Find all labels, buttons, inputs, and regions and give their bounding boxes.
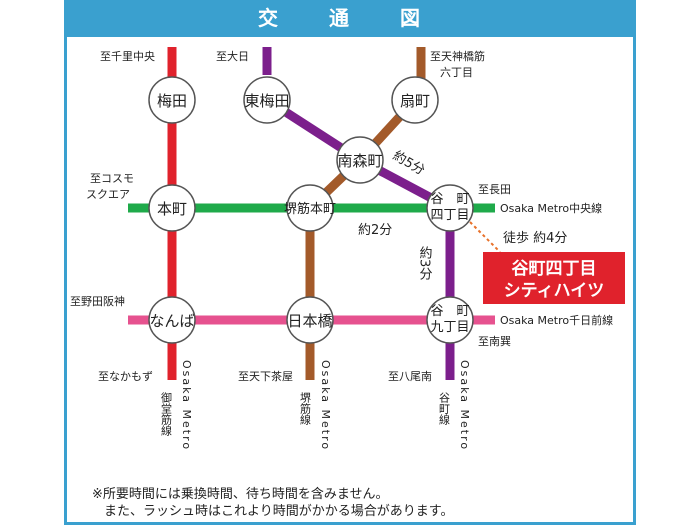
terminal-dainichi: 至大日 [216,49,249,63]
walking-time: 徒歩 約4分 [503,231,567,246]
station-ogimachi: 扇町 [400,92,430,110]
terminal-cosmo-1: 至コスモ [90,172,134,185]
station-tanimachi9-circle [426,296,474,344]
terminal-nagata: 至長田 [478,183,511,196]
sakaisuji-line-name: 堺筋線 [299,392,312,425]
terminal-minamitatsumi: 至南巽 [478,335,511,348]
tanimachi-line-name-en: Osaka Metro [458,360,471,451]
station-minamimorimachi-circle [336,136,384,184]
property-box [483,252,625,304]
property-name-line1: 谷町四丁目 [512,259,597,279]
time-sakaisujihonmachi-tanimachi4: 約2分 [358,223,392,238]
terminal-tenjinbashi-1: 至天神橋筋 [430,49,485,63]
station-nipponbashi-circle [286,296,334,344]
sakaisuji-line [305,96,419,380]
map-title: 交 通 図 [64,0,636,37]
station-namba: なんば [149,312,194,330]
walking-route [469,221,501,253]
station-tanimachi4-line2: 四丁目 [430,208,469,223]
station-umeda-circle [148,76,196,124]
station-honmachi-circle [148,184,196,232]
terminal-nakamozu: 至なかもず [98,370,153,383]
station-tanimachi9-line2: 九丁目 [430,320,469,335]
sennichimae-line-name: Osaka Metro千日前線 [500,313,613,327]
terminal-cosmo-2: スクエア [86,188,130,201]
station-honmachi: 本町 [157,200,187,218]
station-higashiumeda-circle [243,76,291,124]
station-tanimachi9-line1: 谷 町 [430,304,469,319]
chuo-line-name: Osaka Metro中央線 [500,201,602,215]
station-higashiumeda: 東梅田 [244,92,289,110]
time-tanimachi4-tanimachi9: 約3分 [417,246,433,282]
terminal-senri-chuo: 至千里中央 [100,50,155,63]
terminal-tenjinbashi-2: 六丁目 [440,66,473,79]
note-line2: また、ラッシュ時はこれより時間がかかる場合があります。 [104,504,454,519]
station-tanimachi4-line1: 谷 町 [430,192,469,207]
terminal-yaominami: 至八尾南 [388,370,432,383]
station-sakaisujihonmachi: 堺筋本町 [284,201,336,217]
midosuji-line-name: 御堂筋線 [160,391,173,436]
tanimachi-line [264,96,455,380]
station-sakaisujihonmachi-circle [286,184,334,232]
station-tanimachi4-circle [426,184,474,232]
station-umeda: 梅田 [157,92,187,110]
station-ogimachi-circle [391,76,439,124]
station-namba-circle [148,296,196,344]
station-minamimorimachi: 南森町 [337,152,382,170]
station-nipponbashi: 日本橋 [287,312,332,330]
note-line1: ※所要時間には乗換時間、待ち時間を含みません。 [92,487,389,502]
midosuji-line-name-en: Osaka Metro [180,360,193,451]
property-name-line2: シティハイツ [504,281,605,301]
tanimachi-line-name: 谷町線 [438,392,451,425]
sakaisuji-line-name-en: Osaka Metro [319,360,332,451]
terminal-tengachaya: 至天下茶屋 [238,370,293,383]
terminal-nodahanshin: 至野田阪神 [70,294,125,308]
